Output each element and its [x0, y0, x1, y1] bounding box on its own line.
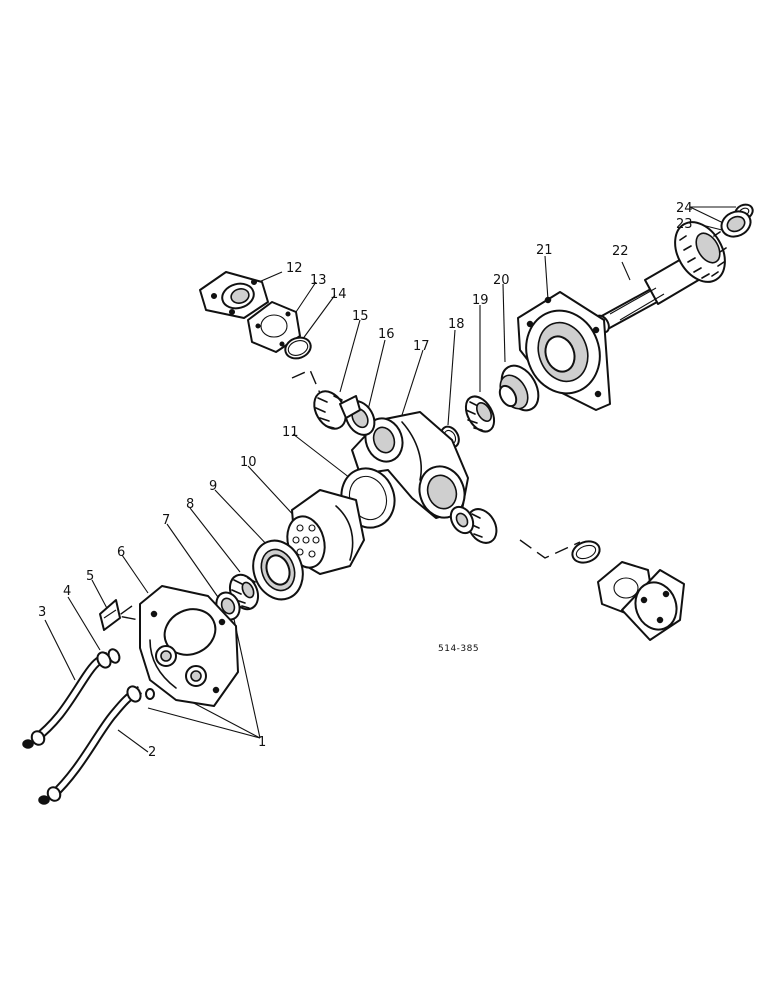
part-19-bearing-cone	[464, 395, 496, 433]
callout-4: 4	[63, 584, 71, 599]
callout-1: 1	[258, 735, 266, 750]
callout-14: 14	[330, 287, 347, 302]
part-23-needle-bearing	[720, 210, 752, 238]
assembly-axis-lines	[116, 369, 581, 623]
reference-code: 514-385	[438, 644, 479, 654]
callout-23: 23	[676, 217, 693, 232]
part-5-clip	[99, 599, 121, 631]
callout-10: 10	[240, 455, 257, 470]
callout-20: 20	[493, 273, 510, 288]
part-9-seal-ring	[252, 539, 304, 601]
part-20-bearing-cup	[498, 364, 540, 412]
callout-17: 17	[413, 339, 430, 354]
part-21-cover-plate	[517, 291, 611, 411]
callout-2: 2	[148, 745, 156, 760]
callout-19: 19	[472, 293, 489, 308]
part-6-pump-housing	[139, 585, 239, 707]
callout-8: 8	[186, 497, 194, 512]
callout-11: 11	[282, 425, 299, 440]
part-3-pipe	[22, 651, 112, 749]
callout-15: 15	[352, 309, 369, 324]
part-22-gear-shaft	[594, 221, 727, 334]
part-13-gasket	[247, 301, 301, 353]
callout-18: 18	[448, 317, 465, 332]
part-10-pump-body	[286, 489, 365, 575]
part-14-o-ring	[284, 336, 312, 360]
callout-3: 3	[38, 605, 46, 620]
callout-6: 6	[117, 545, 125, 560]
callout-16: 16	[378, 327, 395, 342]
part-12-end-cover	[199, 271, 269, 319]
callout-12: 12	[286, 261, 303, 276]
callout-13: 13	[310, 273, 327, 288]
right-flange-assembly	[449, 505, 685, 641]
callout-21: 21	[536, 243, 553, 258]
part-15-pinion-gear	[313, 390, 361, 430]
callout-5: 5	[86, 569, 94, 584]
part-2-pipe	[38, 685, 155, 805]
callout-22: 22	[612, 244, 629, 259]
callout-24: 24	[676, 201, 693, 216]
callout-labels: 1 2 3 4 5 6 7 8 9 10 11 12 13 14 15 16 1…	[38, 201, 693, 760]
callout-7: 7	[162, 513, 170, 528]
callout-9: 9	[209, 479, 217, 494]
